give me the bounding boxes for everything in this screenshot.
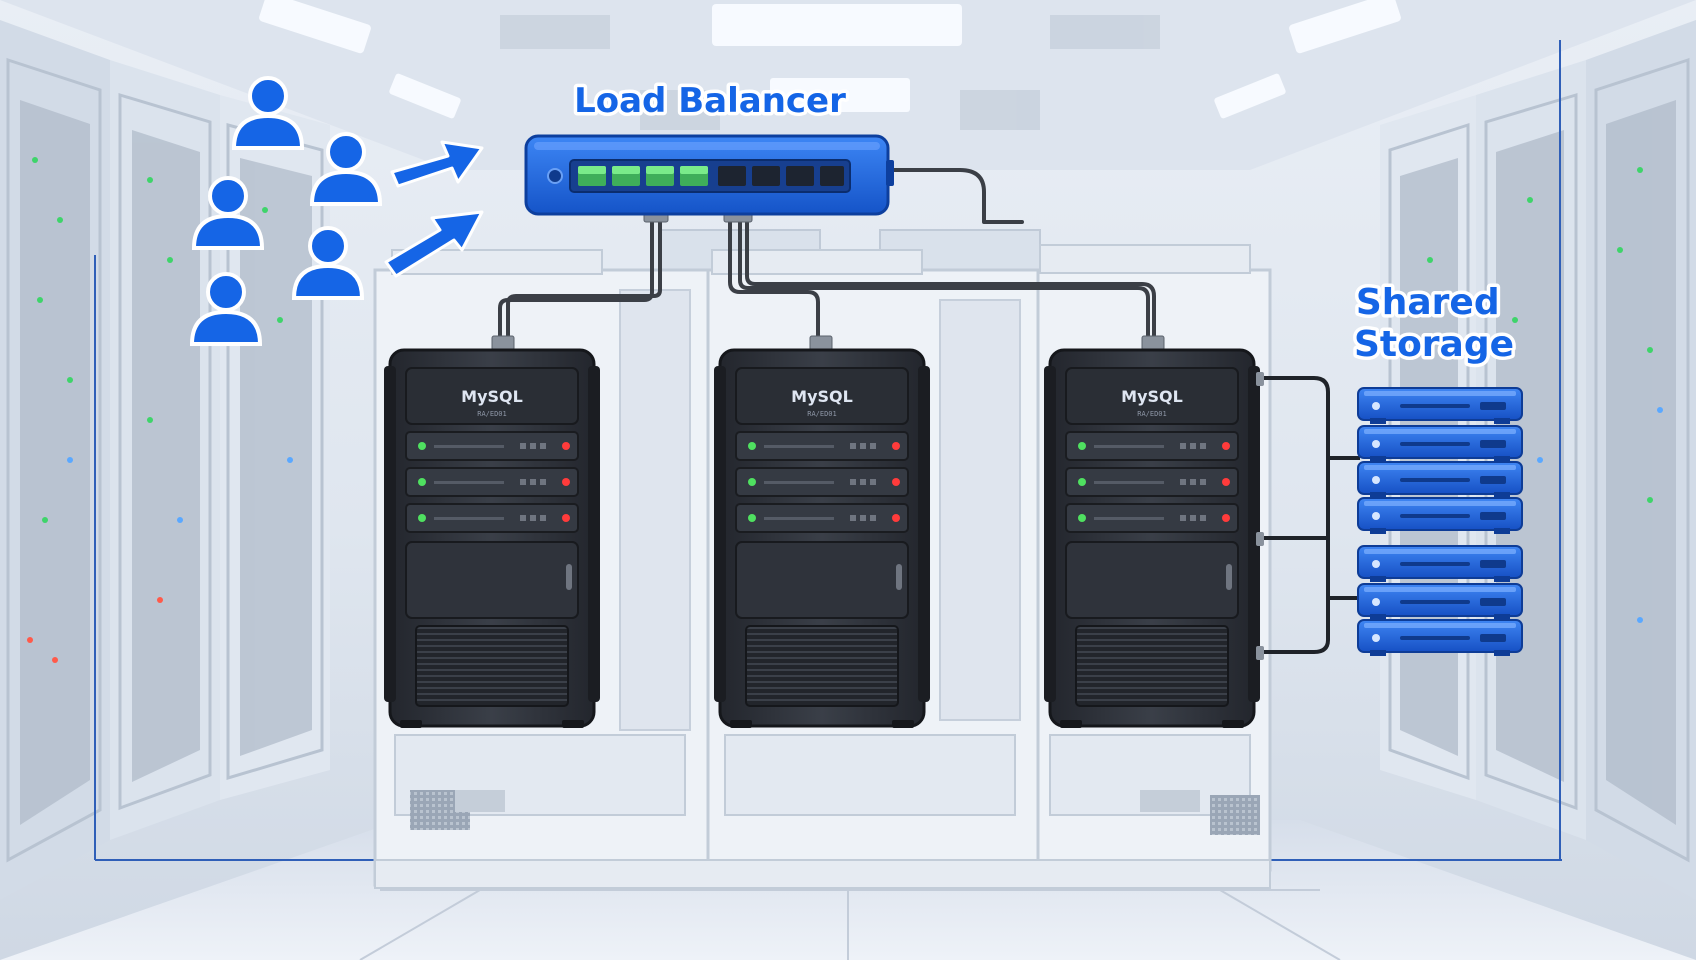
server-model-label: RA/ED01 [807, 410, 837, 418]
server-model-label: RA/ED01 [477, 410, 507, 418]
user-icon [191, 176, 265, 250]
mysql-server: MySQL RA/ED01 [1044, 348, 1260, 728]
storage-unit [1357, 497, 1523, 534]
storage-unit [1357, 387, 1523, 424]
arrow-icon [390, 140, 484, 188]
users-group [189, 76, 383, 346]
server-model-label: RA/ED01 [1137, 410, 1167, 418]
arrow-icon [384, 210, 484, 278]
load-balancer [524, 134, 894, 216]
storage-unit [1357, 461, 1523, 498]
user-icon [231, 76, 305, 150]
server-brand-label: MySQL [791, 387, 853, 406]
server-brand-label: MySQL [461, 387, 523, 406]
storage-unit [1357, 583, 1523, 620]
shared-storage-label: Shared Storage [1354, 282, 1514, 365]
shared-storage-label-line-1: Shared [1356, 282, 1500, 323]
user-icon [189, 272, 263, 346]
mysql-server: MySQL RA/ED01 [714, 348, 930, 728]
lb-cables [491, 168, 1165, 351]
storage-unit [1357, 619, 1523, 656]
storage-unit [1357, 425, 1523, 462]
traffic-arrows [384, 140, 484, 278]
shared-storage [1357, 387, 1523, 656]
user-icon [309, 132, 383, 206]
storage-unit [1357, 545, 1523, 582]
user-icon [291, 226, 365, 300]
shared-storage-label-line-2: Storage [1354, 324, 1514, 365]
server-brand-label: MySQL [1121, 387, 1183, 406]
load-balancer-label: Load Balancer [574, 81, 846, 121]
mysql-server: MySQL RA/ED01 [384, 348, 600, 728]
storage-cables [1262, 376, 1360, 654]
